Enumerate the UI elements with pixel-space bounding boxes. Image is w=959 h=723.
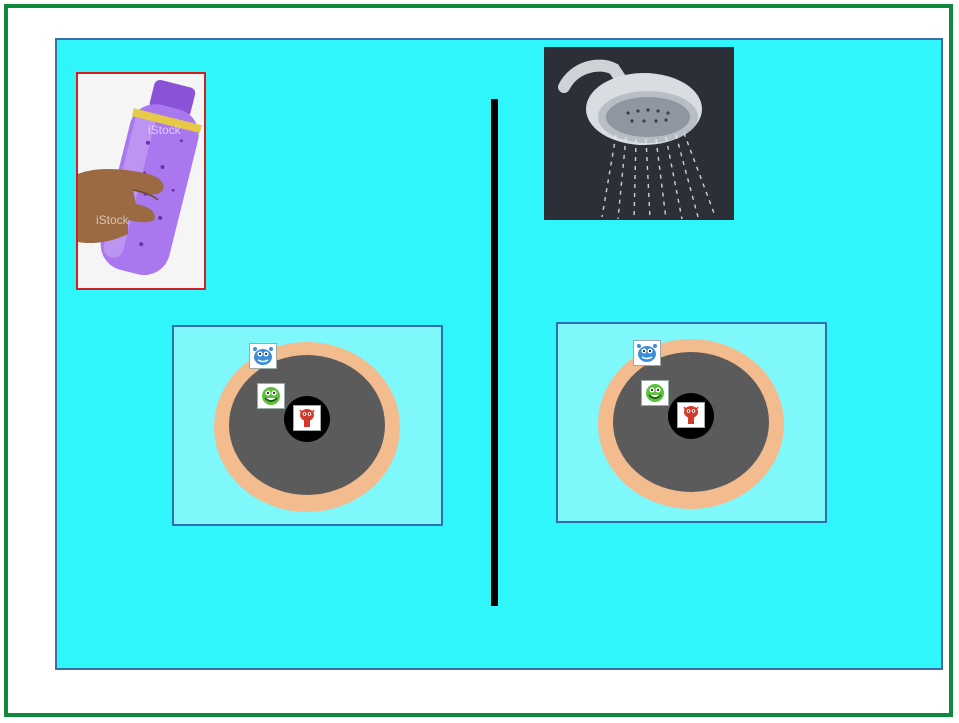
pore-diagram-left [172,325,443,526]
red-germ-icon [677,402,705,428]
center-divider [491,99,498,606]
green-germ-icon [257,383,285,409]
shower-head-icon [544,47,734,220]
blue-germ-icon [249,343,277,369]
shampoo-bottle-icon: iStock iStock [78,74,204,288]
green-germ-icon [641,380,669,406]
watermark-text: iStock [96,213,130,227]
blue-germ-icon [633,340,661,366]
pore-diagram-right [556,322,827,523]
shower-head-photo [544,47,734,220]
red-germ-icon [293,405,321,431]
watermark-text: iStock [148,123,182,137]
shampoo-bottle-photo: iStock iStock [76,72,206,290]
